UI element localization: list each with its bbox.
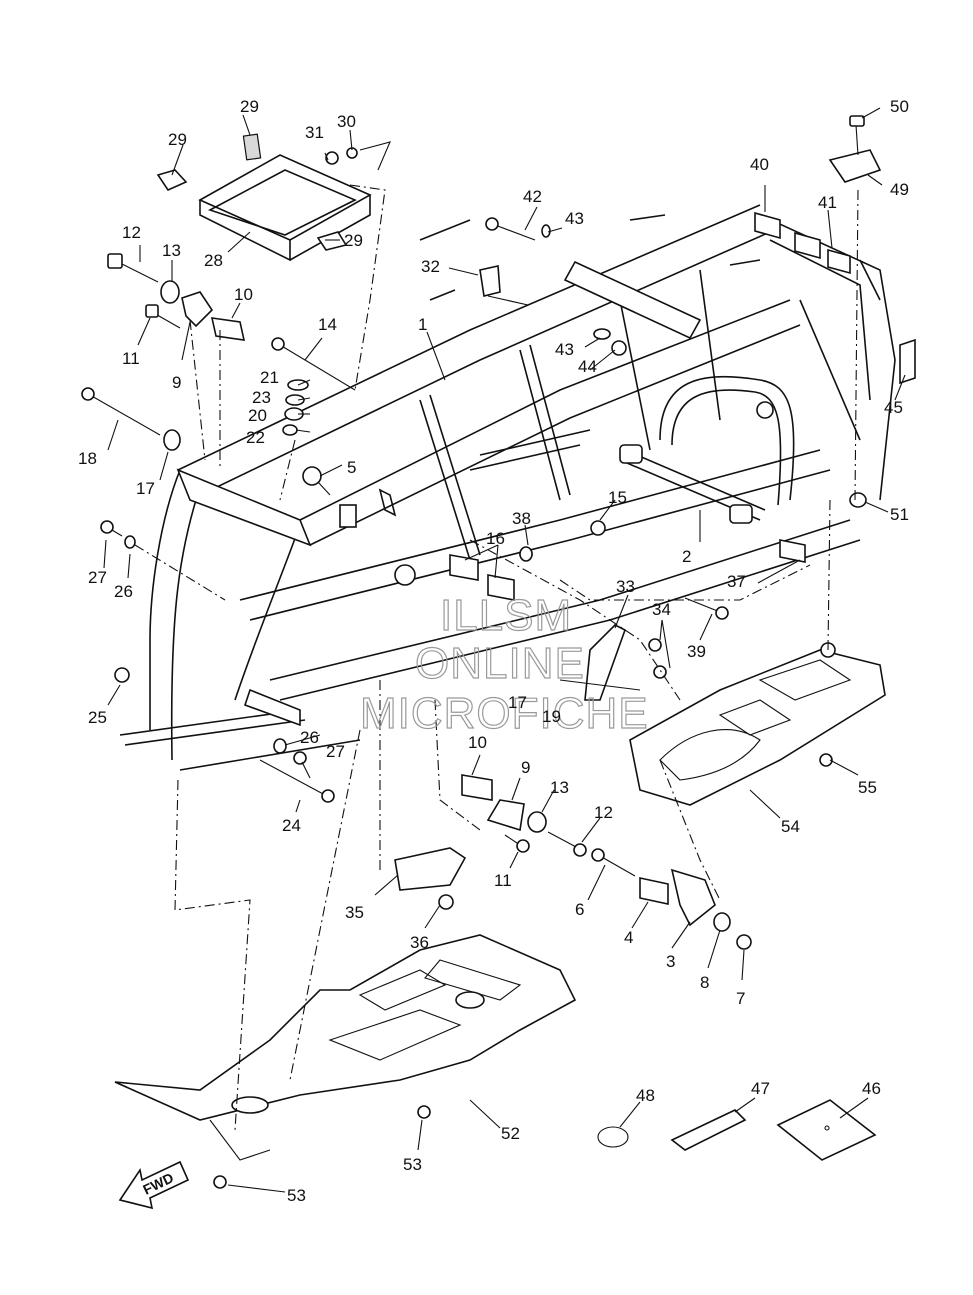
callout-31: 31 — [305, 123, 324, 142]
callout-10-upper: 10 — [234, 285, 253, 304]
callout-13-upper: 13 — [162, 241, 181, 260]
callout-28: 28 — [204, 251, 223, 270]
callout-8: 8 — [700, 973, 709, 992]
callout-6: 6 — [575, 900, 584, 919]
callout-12-lower: 12 — [594, 803, 613, 822]
callout-30: 30 — [337, 112, 356, 131]
leader-lines — [103, 107, 906, 1193]
callout-40: 40 — [750, 155, 769, 174]
callout-16: 16 — [486, 529, 505, 548]
callout-52: 52 — [501, 1124, 520, 1143]
callout-26-left: 26 — [114, 582, 133, 601]
callout-55: 55 — [858, 778, 877, 797]
callout-18: 18 — [78, 449, 97, 468]
callout-37: 37 — [727, 572, 746, 591]
callout-26-lower: 26 — [300, 728, 319, 747]
callout-47: 47 — [751, 1079, 770, 1098]
callout-13-lower: 13 — [550, 778, 569, 797]
callout-43-upper: 43 — [565, 209, 584, 228]
callout-53-upper: 53 — [403, 1155, 422, 1174]
callout-11-upper: 11 — [122, 349, 140, 368]
callout-50: 50 — [890, 97, 909, 116]
watermark-line-3: MICROFICHE — [360, 689, 649, 738]
callout-12-upper: 12 — [122, 223, 141, 242]
callout-46: 46 — [862, 1079, 881, 1098]
lower-middle-parts — [394, 774, 752, 950]
callout-15: 15 — [608, 488, 627, 507]
center-parts — [449, 115, 916, 701]
callout-9-lower: 9 — [521, 758, 530, 777]
callout-45: 45 — [884, 398, 903, 417]
callout-44: 44 — [578, 357, 597, 376]
callout-29-right: 29 — [344, 231, 363, 250]
left-parts — [81, 253, 356, 803]
callout-51: 51 — [890, 505, 909, 524]
callout-22: 22 — [246, 428, 265, 447]
battery-bracket — [156, 133, 372, 262]
callout-38: 38 — [512, 509, 531, 528]
callout-48: 48 — [636, 1086, 655, 1105]
rear-skid-plate — [629, 642, 886, 806]
callout-1: 1 — [418, 315, 427, 334]
callout-25: 25 — [88, 708, 107, 727]
callout-10-lower: 10 — [468, 733, 487, 752]
callout-19: 19 — [542, 707, 561, 726]
callout-labels: 1 2 3 4 5 6 7 8 9 9 10 10 11 11 12 12 13… — [78, 97, 909, 1205]
callout-49: 49 — [890, 180, 909, 199]
callout-24: 24 — [282, 816, 301, 835]
front-skid-plate — [114, 934, 577, 1189]
callout-20: 20 — [248, 406, 267, 425]
callout-34: 34 — [652, 600, 671, 619]
callout-4: 4 — [624, 928, 633, 947]
callout-17-center: 17 — [508, 693, 527, 712]
callout-53-lower: 53 — [287, 1186, 306, 1205]
watermark-line-1: ILLSM — [440, 591, 572, 640]
accessories — [597, 1099, 877, 1161]
callout-29-left: 29 — [168, 130, 187, 149]
callout-17-left: 17 — [136, 479, 155, 498]
callout-14: 14 — [318, 315, 337, 334]
fwd-arrow-icon: FWD — [118, 1160, 190, 1210]
callout-43-lower: 43 — [555, 340, 574, 359]
callout-2: 2 — [682, 547, 691, 566]
callout-11-lower: 11 — [494, 871, 512, 890]
callout-9-upper: 9 — [172, 373, 181, 392]
callout-23: 23 — [252, 388, 271, 407]
callout-21: 21 — [260, 368, 279, 387]
callout-5: 5 — [347, 458, 356, 477]
watermark-line-2: ONLINE — [415, 639, 585, 688]
callout-3: 3 — [666, 952, 675, 971]
callout-32: 32 — [421, 257, 440, 276]
callout-39: 39 — [687, 642, 706, 661]
callout-36: 36 — [410, 933, 429, 952]
callout-35: 35 — [345, 903, 364, 922]
callout-29-top: 29 — [240, 97, 259, 116]
callout-27-lower: 27 — [326, 742, 345, 761]
callout-7: 7 — [736, 989, 745, 1008]
callout-27-left: 27 — [88, 568, 107, 587]
callout-41: 41 — [818, 193, 837, 212]
callout-54: 54 — [781, 817, 800, 836]
callout-33: 33 — [616, 577, 635, 596]
watermark: ILLSM ONLINE MICROFICHE — [359, 590, 649, 738]
callout-42: 42 — [523, 187, 542, 206]
